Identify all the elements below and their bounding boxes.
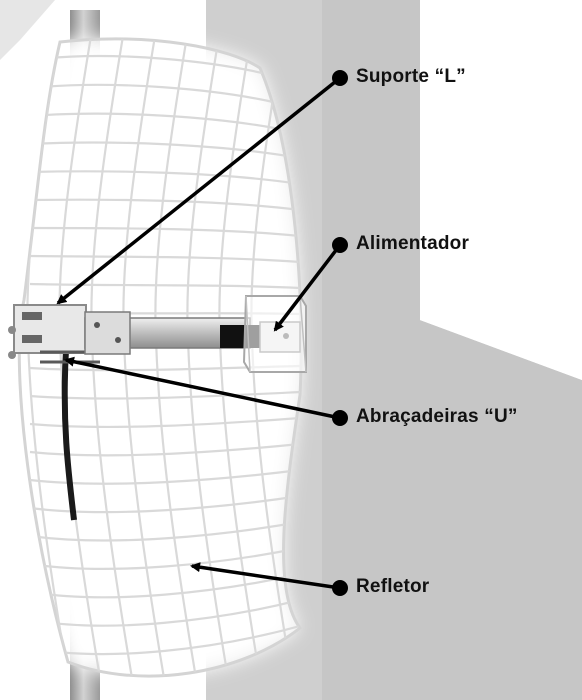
callout-dot-abracadeiras	[332, 410, 348, 426]
callout-dot-suporte	[332, 70, 348, 86]
callout-dot-refletor	[332, 580, 348, 596]
label-abracadeiras: Abraçadeiras “U”	[356, 406, 518, 428]
feeder	[244, 296, 306, 372]
label-alimentador: Alimentador	[356, 233, 469, 255]
label-refletor: Refletor	[356, 576, 429, 598]
callout-dot-alimentador	[332, 237, 348, 253]
label-suporte: Suporte “L”	[356, 66, 466, 88]
